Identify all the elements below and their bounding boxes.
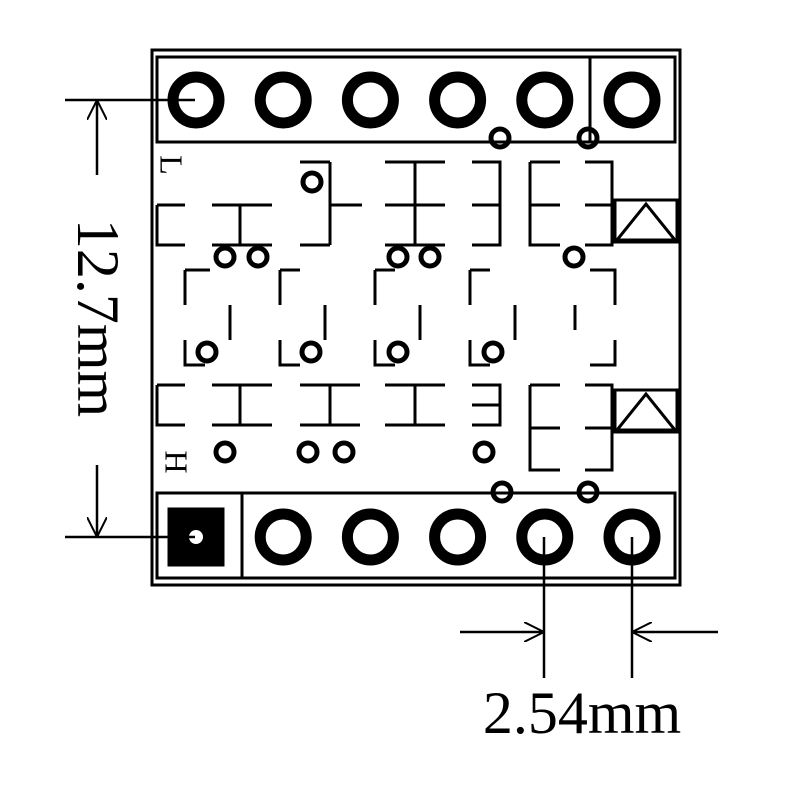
diode-symbol — [613, 198, 679, 244]
height-dimension — [65, 98, 195, 539]
via — [562, 245, 586, 269]
header-pin-pad — [429, 71, 487, 129]
component-outline — [300, 383, 360, 427]
component-outline — [183, 268, 232, 367]
pitch-dimension — [460, 537, 718, 678]
component-outline — [278, 268, 327, 367]
via — [472, 440, 496, 464]
top-header-outline — [155, 55, 677, 144]
via — [195, 340, 219, 364]
component-outline — [155, 383, 272, 427]
header-pin-pad — [254, 71, 312, 129]
low-side-marker: L — [154, 155, 190, 175]
component-outline — [385, 160, 445, 247]
component-outline — [468, 268, 517, 367]
via — [332, 440, 356, 464]
component-outline — [573, 268, 617, 367]
header-pin-pad — [603, 71, 661, 129]
via — [213, 440, 237, 464]
component-outline — [528, 383, 614, 472]
header-pin-pad — [516, 71, 574, 129]
component-outline — [472, 383, 502, 427]
via — [488, 126, 512, 150]
via — [246, 245, 270, 269]
component-outline — [300, 160, 362, 247]
pitch-dimension-label: 2.54mm — [483, 680, 681, 746]
header-pin-pad — [341, 71, 399, 129]
via — [490, 480, 514, 504]
via — [576, 126, 600, 150]
board-outline — [150, 48, 682, 587]
via — [386, 340, 410, 364]
bottom-header-outline — [155, 491, 677, 580]
high-side-marker: H — [159, 450, 195, 473]
top-pin-header — [155, 55, 677, 144]
component-outline — [385, 383, 445, 427]
via — [386, 245, 410, 269]
via — [299, 340, 323, 364]
header-pin-pad — [429, 508, 487, 566]
component-outline — [373, 268, 422, 367]
via — [300, 170, 324, 194]
component-outline — [155, 203, 272, 247]
via — [418, 245, 442, 269]
component-outline — [472, 160, 502, 247]
height-dimension-label: 12.7mm — [65, 219, 131, 417]
diode-symbol — [613, 388, 679, 434]
bottom-pin-header — [155, 491, 677, 580]
via — [481, 340, 505, 364]
header-pin-pad — [254, 508, 312, 566]
silkscreen-components — [155, 160, 679, 472]
header-pin-pad — [341, 508, 399, 566]
component-outline — [528, 160, 614, 247]
via — [213, 245, 237, 269]
vias — [195, 126, 600, 504]
via — [576, 480, 600, 504]
via — [296, 440, 320, 464]
